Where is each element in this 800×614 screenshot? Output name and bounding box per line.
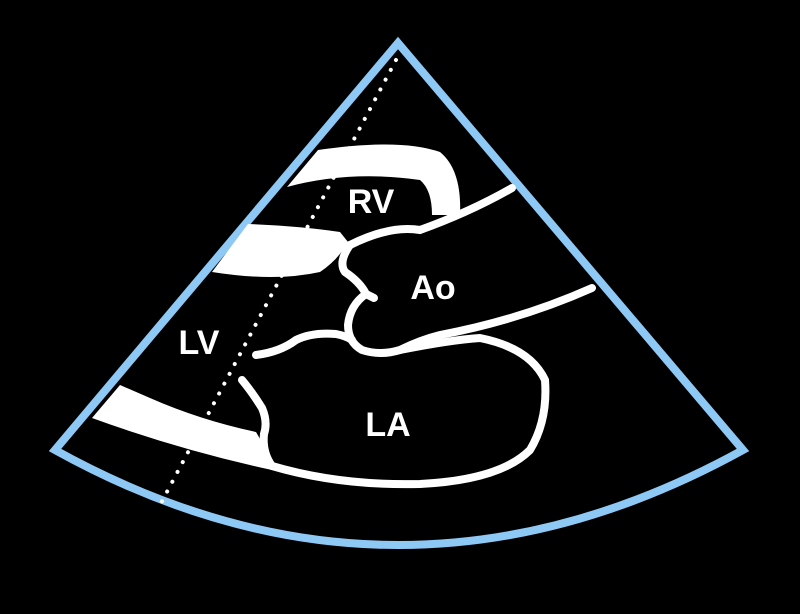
label-ao: Ao [410, 269, 455, 307]
mitral-anterior-leaflet [252, 329, 356, 359]
aortic-valve-leaflet [362, 290, 378, 302]
anterior-aortic-wall [346, 184, 516, 249]
mitral-posterior-leaflet [238, 376, 270, 438]
aortic-root-outline [338, 241, 596, 357]
lv-posterior-wall [92, 385, 272, 470]
interventricular-septum [212, 224, 348, 277]
label-la: LA [365, 406, 410, 444]
label-rv: RV [348, 183, 395, 221]
left-atrium-outline [259, 334, 550, 489]
ultrasound-sector-outline [48, 36, 750, 549]
rv-free-wall [287, 144, 461, 215]
label-lv: LV [179, 324, 220, 362]
